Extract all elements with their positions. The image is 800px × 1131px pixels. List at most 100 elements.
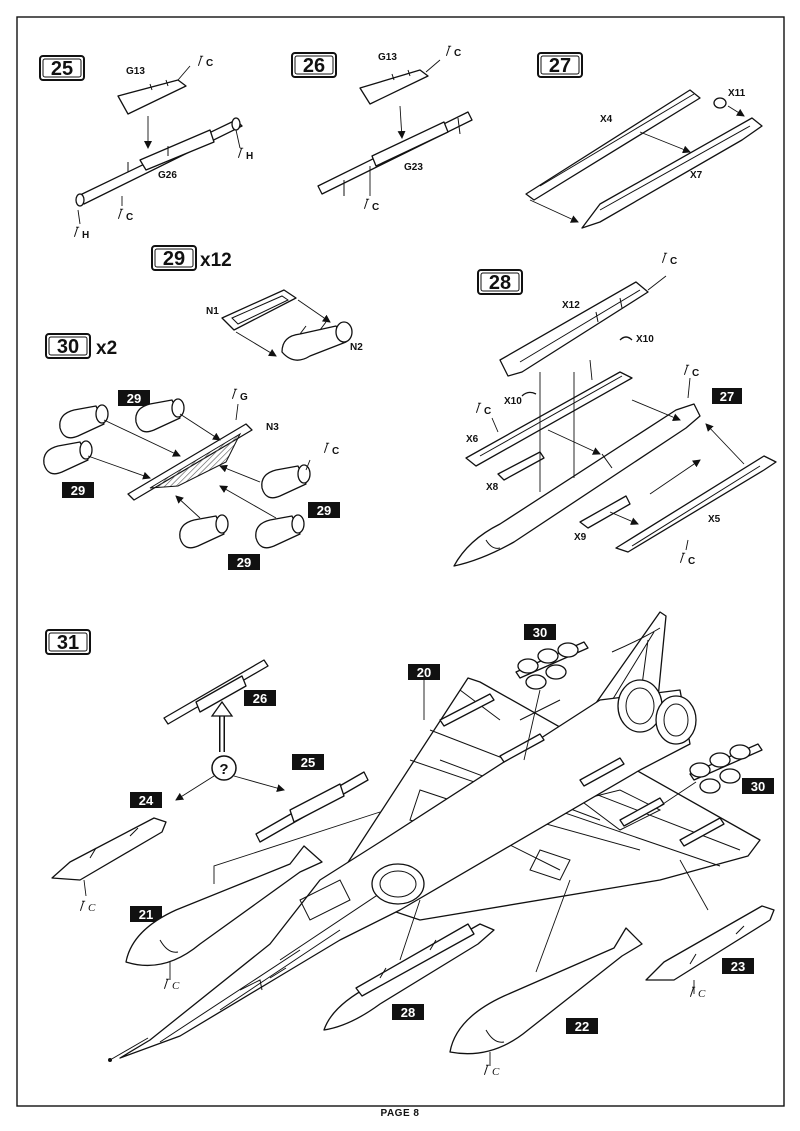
step-30-badge: 30 bbox=[45, 333, 91, 359]
part-x9 bbox=[579, 495, 631, 529]
glue-icon bbox=[197, 55, 204, 67]
part-x12 bbox=[499, 281, 649, 377]
part-x6 bbox=[465, 371, 633, 467]
bomb-part bbox=[135, 398, 185, 433]
svg-text:25: 25 bbox=[301, 755, 315, 770]
ref-badge-24: 24 bbox=[130, 792, 162, 808]
step-26-badge: 26 bbox=[291, 52, 337, 78]
label-x11: X11 bbox=[728, 88, 746, 99]
aircraft-nozzle bbox=[655, 695, 697, 745]
label-g23: G23 bbox=[404, 162, 423, 173]
step-29: 29 x12 N1 N2 bbox=[151, 245, 363, 361]
ref-badge-28: 28 bbox=[392, 1004, 424, 1020]
part-28-missile-assembly bbox=[323, 923, 495, 1031]
label-c: C bbox=[332, 446, 339, 457]
ref-badge-21: 21 bbox=[130, 906, 162, 922]
page-border bbox=[16, 16, 785, 1107]
label-c: C bbox=[688, 556, 695, 567]
bomb-cluster bbox=[689, 743, 763, 794]
step-26-number: 26 bbox=[303, 55, 325, 77]
glue-icon bbox=[475, 402, 482, 414]
label-h: H bbox=[246, 151, 253, 162]
bomb-part bbox=[59, 404, 109, 439]
svg-text:24: 24 bbox=[139, 793, 154, 808]
label-n2: N2 bbox=[350, 342, 363, 353]
part-n3-pylon bbox=[127, 423, 253, 501]
ref-badge-26: 26 bbox=[244, 690, 276, 706]
label-c: C bbox=[372, 202, 379, 213]
question-mark-icon: ? bbox=[219, 761, 228, 778]
step-25-badge: 25 bbox=[39, 55, 85, 81]
label-c: C bbox=[454, 48, 461, 59]
label-g13: G13 bbox=[378, 52, 397, 63]
bomb-part bbox=[261, 464, 311, 499]
label-c: C bbox=[670, 256, 677, 267]
svg-text:20: 20 bbox=[417, 665, 431, 680]
step-31-badge: 31 bbox=[45, 629, 91, 655]
label-g13: G13 bbox=[126, 66, 145, 77]
step-27-badge: 27 bbox=[537, 52, 583, 78]
step-28-number: 28 bbox=[489, 272, 511, 294]
step-29-multiplier: x12 bbox=[200, 250, 232, 271]
glue-icon bbox=[445, 45, 452, 57]
ref-badge-27: 27 bbox=[712, 388, 742, 404]
ref-badge-29: 29 bbox=[62, 482, 94, 498]
step-29-number: 29 bbox=[163, 248, 185, 270]
step-28: 28 27 X12 X10 bbox=[453, 252, 777, 567]
glue-icon bbox=[661, 252, 668, 264]
step-30: 30 x2 29 29 29 29 bbox=[43, 333, 340, 570]
label-h: H bbox=[82, 230, 89, 241]
bomb-cluster bbox=[515, 641, 589, 690]
bomb-part bbox=[179, 514, 229, 549]
glue-icon bbox=[323, 442, 330, 454]
glue-icon bbox=[689, 986, 696, 998]
label-n3: N3 bbox=[266, 422, 279, 433]
ref-badge-29: 29 bbox=[308, 502, 340, 518]
ref-badge-30: 30 bbox=[742, 778, 774, 794]
part-x7 bbox=[581, 117, 763, 229]
ref-badge-29: 29 bbox=[228, 554, 260, 570]
label-n1: N1 bbox=[206, 306, 219, 317]
label-c: C bbox=[88, 902, 96, 914]
label-c: C bbox=[692, 368, 699, 379]
label-x5: X5 bbox=[708, 514, 721, 525]
part-x11 bbox=[713, 97, 727, 109]
part-n1 bbox=[221, 289, 297, 331]
svg-text:29: 29 bbox=[127, 391, 141, 406]
svg-text:30: 30 bbox=[533, 625, 547, 640]
glue-icon bbox=[117, 208, 124, 220]
step-31-number: 31 bbox=[57, 632, 79, 654]
label-c: C bbox=[172, 980, 180, 992]
label-c: C bbox=[698, 988, 706, 1000]
aircraft-engine-intake bbox=[371, 863, 425, 905]
ref-badge-20: 20 bbox=[408, 664, 440, 680]
step-25-number: 25 bbox=[51, 58, 73, 80]
part-24-missile bbox=[51, 817, 167, 881]
label-x10: X10 bbox=[504, 396, 522, 407]
label-c: C bbox=[484, 406, 491, 417]
svg-text:28: 28 bbox=[401, 1005, 415, 1020]
ref-badge-23: 23 bbox=[722, 958, 754, 974]
step-29-badge: 29 bbox=[151, 245, 197, 271]
label-g: G bbox=[240, 392, 248, 403]
step-30-multiplier: x2 bbox=[96, 338, 117, 359]
step-26: 26 G13 G23 C C bbox=[291, 45, 473, 213]
step-31: 31 bbox=[45, 611, 775, 1078]
label-g26: G26 bbox=[158, 170, 177, 181]
ref-badge-30: 30 bbox=[524, 624, 556, 640]
part-x10 bbox=[619, 336, 633, 341]
svg-text:23: 23 bbox=[731, 959, 745, 974]
part-x8 bbox=[497, 451, 545, 481]
bomb-part bbox=[255, 514, 305, 549]
svg-text:29: 29 bbox=[317, 503, 331, 518]
label-c: C bbox=[492, 1066, 500, 1078]
svg-text:21: 21 bbox=[139, 907, 153, 922]
part-23-missile bbox=[645, 905, 775, 981]
part-missile-body bbox=[453, 403, 701, 567]
svg-text:30: 30 bbox=[751, 779, 765, 794]
part-x10 bbox=[521, 391, 537, 397]
step-30-number: 30 bbox=[57, 336, 79, 358]
step-25: 25 G13 G26 C H H C bbox=[39, 55, 253, 241]
svg-text:22: 22 bbox=[575, 1019, 589, 1034]
